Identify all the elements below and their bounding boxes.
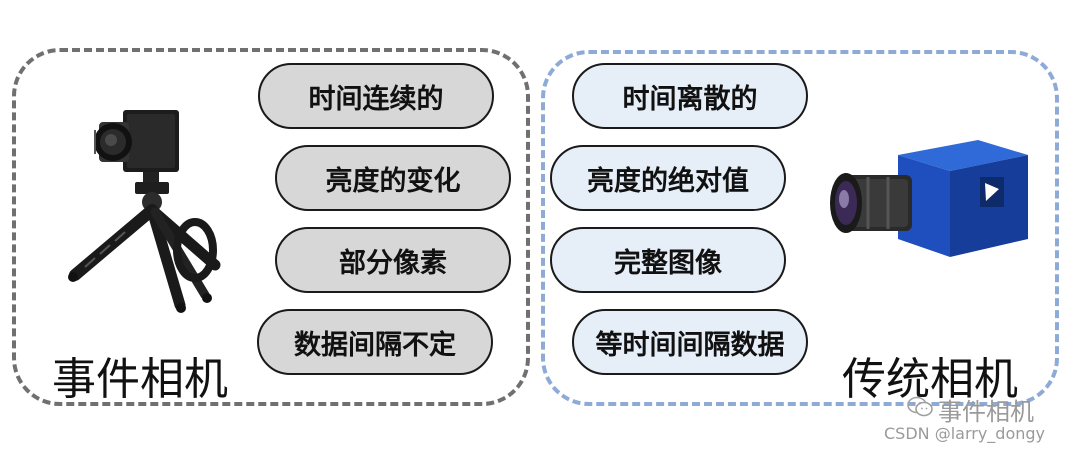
wechat-icon (907, 396, 933, 417)
traditional-pill-2: 亮度的绝对值 (550, 145, 786, 211)
watermark-channel: 事件相机 (938, 398, 1034, 426)
watermark-source: CSDN @larry_dongy (884, 424, 1046, 443)
traditional-pill-1: 时间离散的 (572, 63, 808, 129)
traditional-pill-3: 完整图像 (550, 227, 786, 293)
event-pill-3: 部分像素 (275, 227, 511, 293)
event-camera-label: 事件相机 (52, 354, 228, 405)
event-camera-group-border (12, 48, 530, 406)
event-pill-1: 时间连续的 (258, 63, 494, 129)
event-pill-2: 亮度的变化 (275, 145, 511, 211)
traditional-pill-4: 等时间间隔数据 (572, 309, 808, 375)
traditional-camera-illustration (830, 140, 1028, 257)
event-pill-4: 数据间隔不定 (257, 309, 493, 375)
event-camera-illustration (68, 110, 221, 313)
traditional-camera-group-border (541, 50, 1059, 406)
traditional-camera-label: 传统相机 (842, 354, 1018, 405)
